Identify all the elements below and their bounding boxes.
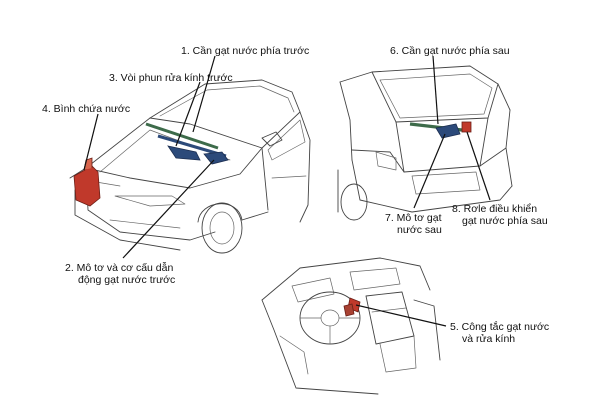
rear-wiper-relay [461, 121, 472, 133]
leader-7 [413, 133, 446, 209]
leader-6 [432, 55, 439, 125]
label-front-wiper-motor-line2: động gạt nước trước [78, 274, 176, 286]
label-front-washer-nozzle: 3. Vòi phun rửa kính trước [109, 72, 233, 84]
label-front-wiper-motor-line1: 2. Mô tơ và cơ cấu dẫn [65, 262, 174, 274]
leader-5 [355, 304, 447, 327]
rear-car-drawing [337, 65, 513, 221]
leader-lines [83, 55, 491, 327]
label-wiper-switch-line2: và rửa kính [462, 333, 516, 345]
label-rear-wiper-relay-line2: gạt nước phía sau [462, 215, 548, 227]
rear-wiper-motor [435, 123, 461, 139]
leader-3 [175, 81, 201, 147]
label-rear-wiper-arm: 6. Cần gạt nước phía sau [390, 45, 510, 57]
wiper-washer-switch [343, 297, 361, 317]
leader-8 [466, 131, 491, 201]
label-rear-wiper-motor-line1: 7. Mô tơ gạt [385, 212, 442, 224]
leader-2 [122, 159, 215, 259]
label-washer-tank: 4. Bình chứa nước [42, 103, 131, 115]
leader-1 [192, 55, 216, 133]
label-rear-wiper-relay-line1: 8. Rơle điều khiển [452, 203, 538, 215]
front-wiper-motor [203, 151, 229, 165]
dashboard-drawing [261, 257, 441, 395]
washer-nozzle-front [167, 145, 201, 161]
label-front-wiper-arm: 1. Cần gạt nước phía trước [181, 45, 310, 57]
leader-4 [83, 113, 99, 171]
front-car-drawing [69, 79, 311, 254]
label-rear-wiper-motor-line2: nước sau [397, 224, 442, 236]
washer-tank [73, 157, 101, 207]
label-wiper-switch-line1: 5. Công tắc gạt nước [450, 321, 550, 333]
